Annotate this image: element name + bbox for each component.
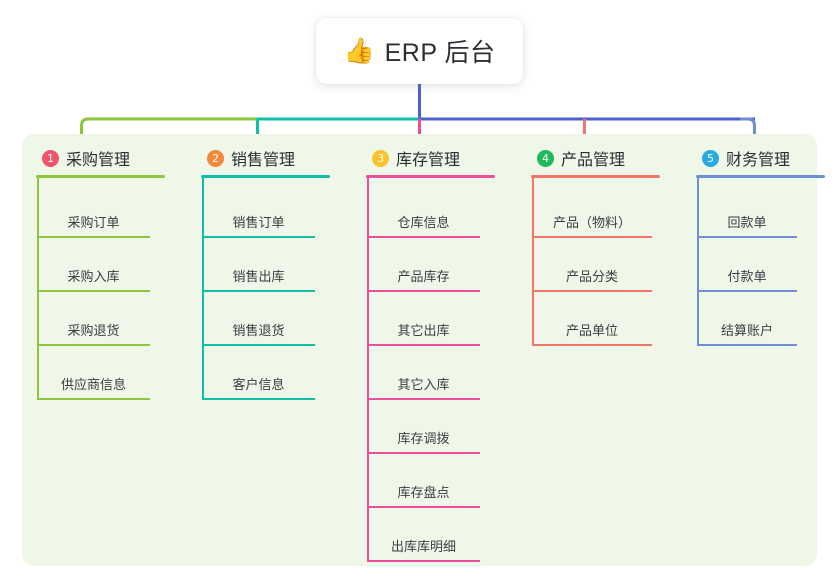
column-underline-1 [36, 175, 165, 178]
column-4: 4 产品管理产品（物料） 产品分类产品单位 [517, 134, 682, 566]
leaf-underline [367, 560, 480, 562]
leaf-underline [367, 290, 480, 292]
column-badge-5: 5 [702, 149, 719, 167]
leaf-label: 其它出库 [397, 323, 450, 338]
root-title: ERP 后台 [384, 39, 496, 67]
leaf-underline [367, 344, 480, 346]
leaf-underline [367, 506, 480, 508]
column-header-5[interactable]: 5 财务管理 [702, 146, 790, 170]
leaf-label: 库存盘点 [397, 485, 450, 500]
column-title-2: 销售管理 [231, 152, 296, 169]
leaf-item[interactable]: 采购入库 [37, 238, 150, 292]
leaf-item[interactable]: 结算账户 [697, 292, 797, 346]
column-title-5: 财务管理 [726, 152, 791, 169]
column-spine-1 [37, 178, 39, 400]
leaf-underline [37, 290, 150, 292]
column-spine-2 [202, 178, 204, 400]
leaf-label: 采购订单 [67, 215, 120, 230]
leaf-underline [367, 398, 480, 400]
column-spine-5 [697, 178, 699, 346]
leaf-item[interactable]: 回款单 [697, 184, 797, 238]
leaf-label: 产品分类 [565, 269, 618, 284]
leaf-underline [697, 344, 797, 346]
leaf-label: 销售退货 [232, 323, 285, 338]
leaf-label: 采购退货 [67, 323, 120, 338]
root-node[interactable]: 👍 ERP 后台 [316, 18, 523, 84]
leaf-underline [202, 290, 315, 292]
leaf-underline [532, 344, 652, 346]
leaf-underline [532, 290, 652, 292]
leaf-label: 供应商信息 [60, 377, 126, 392]
column-spine-3 [367, 178, 369, 562]
leaf-item[interactable]: 其它入库 [367, 346, 480, 400]
leaf-underline [37, 344, 150, 346]
leaf-item[interactable]: 客户信息 [202, 346, 315, 400]
leaf-item[interactable]: 产品（物料） [532, 184, 652, 238]
leaf-underline [37, 236, 150, 238]
leaf-underline [37, 398, 150, 400]
leaf-label: 结算账户 [720, 323, 773, 338]
leaf-item[interactable]: 库存盘点 [367, 454, 480, 508]
leaf-label: 销售订单 [232, 215, 285, 230]
column-5: 5 财务管理回款单付款单结算账户 [682, 134, 839, 566]
leaf-label: 回款单 [727, 215, 767, 230]
leaf-label: 采购入库 [67, 269, 120, 284]
leaf-item[interactable]: 产品单位 [532, 292, 652, 346]
leaf-label: 仓库信息 [397, 215, 450, 230]
column-3: 3 库存管理仓库信息产品库存其它出库其它入库库存调拨库存盘点出库库明细 [352, 134, 517, 566]
thumbs-up-icon: 👍 [343, 36, 375, 65]
column-title-1: 采购管理 [66, 152, 131, 169]
column-header-4[interactable]: 4 产品管理 [537, 146, 625, 170]
leaf-label: 库存调拨 [397, 431, 450, 446]
leaf-item[interactable]: 销售退货 [202, 292, 315, 346]
leaf-label: 客户信息 [232, 377, 285, 392]
column-underline-2 [201, 175, 330, 178]
column-underline-3 [366, 175, 495, 178]
leaf-item[interactable]: 供应商信息 [37, 346, 150, 400]
leaf-underline [367, 236, 480, 238]
leaf-label: 付款单 [727, 269, 767, 284]
column-badge-1: 1 [42, 149, 59, 167]
leaf-underline [367, 452, 480, 454]
column-1: 1 采购管理采购订单采购入库采购退货供应商信息 [22, 134, 187, 566]
leaf-item[interactable]: 采购订单 [37, 184, 150, 238]
leaf-item[interactable]: 出库库明细 [367, 508, 480, 562]
column-header-1[interactable]: 1 采购管理 [42, 146, 130, 170]
column-underline-5 [696, 175, 825, 178]
leaf-underline [697, 290, 797, 292]
leaf-item[interactable]: 采购退货 [37, 292, 150, 346]
column-badge-4: 4 [537, 149, 554, 167]
column-2: 2 销售管理销售订单销售出库销售退货客户信息 [187, 134, 352, 566]
leaf-underline [202, 398, 315, 400]
leaf-item[interactable]: 产品库存 [367, 238, 480, 292]
leaf-label: 产品（物料） [552, 215, 631, 230]
column-header-2[interactable]: 2 销售管理 [207, 146, 295, 170]
column-header-3[interactable]: 3 库存管理 [372, 146, 460, 170]
leaf-label: 产品库存 [397, 269, 450, 284]
column-spine-4 [532, 178, 534, 346]
leaf-underline [697, 236, 797, 238]
leaf-item[interactable]: 销售出库 [202, 238, 315, 292]
column-title-4: 产品管理 [561, 152, 626, 169]
leaf-label: 产品单位 [565, 323, 618, 338]
leaf-item[interactable]: 产品分类 [532, 238, 652, 292]
leaf-label: 销售出库 [232, 269, 285, 284]
leaf-item[interactable]: 销售订单 [202, 184, 315, 238]
columns-container: 1 采购管理采购订单采购入库采购退货供应商信息 2 销售管理销售订单销售出库销售退货客… [22, 134, 825, 566]
leaf-item[interactable]: 其它出库 [367, 292, 480, 346]
leaf-label: 出库库明细 [390, 539, 456, 554]
leaf-item[interactable]: 仓库信息 [367, 184, 480, 238]
column-badge-2: 2 [207, 149, 224, 167]
column-title-3: 库存管理 [396, 152, 461, 169]
leaf-underline [202, 344, 315, 346]
leaf-label: 其它入库 [397, 377, 450, 392]
column-underline-4 [531, 175, 660, 178]
diagram-panel [22, 134, 817, 566]
leaf-underline [532, 236, 652, 238]
leaf-underline [202, 236, 315, 238]
leaf-item[interactable]: 库存调拨 [367, 400, 480, 454]
column-badge-3: 3 [372, 149, 389, 167]
leaf-item[interactable]: 付款单 [697, 238, 797, 292]
